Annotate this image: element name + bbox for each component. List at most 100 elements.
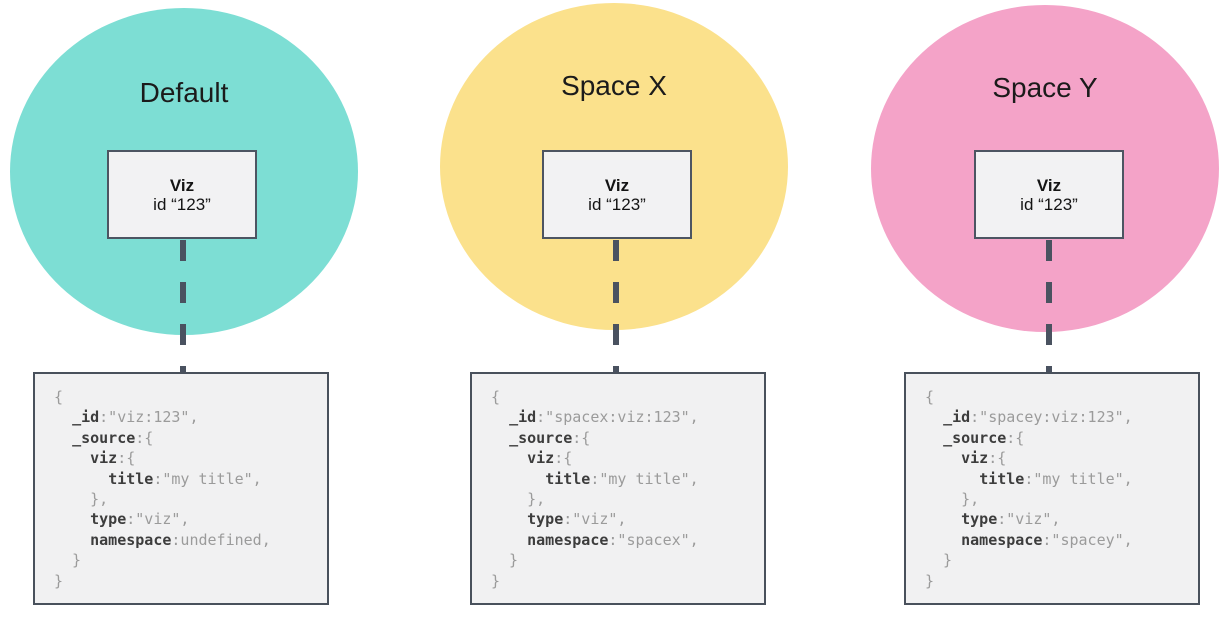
code-plain-token bbox=[491, 531, 527, 549]
code-line: type:"viz", bbox=[491, 509, 764, 529]
code-line: } bbox=[491, 571, 764, 591]
code-plain-token bbox=[491, 408, 509, 426]
code-plain-token bbox=[925, 449, 961, 467]
viz-node-title: Viz bbox=[169, 175, 195, 195]
code-plain-token bbox=[54, 429, 72, 447]
dashed-connector-line bbox=[180, 240, 186, 372]
code-key-token: viz bbox=[527, 449, 555, 468]
space-title: Space X bbox=[561, 70, 667, 101]
code-line: { bbox=[54, 387, 327, 407]
code-key-token: _source bbox=[72, 428, 136, 447]
code-plain-token: } bbox=[54, 551, 82, 570]
code-plain-token bbox=[54, 510, 90, 528]
code-line: } bbox=[54, 571, 327, 591]
viz-node: Viz id “123” bbox=[107, 150, 257, 239]
code-key-token: namespace bbox=[961, 530, 1043, 549]
space-group-default: Default Viz id “123” { _id:"viz:123", _s… bbox=[9, 0, 359, 622]
code-plain-token: } bbox=[925, 551, 953, 570]
code-key-token: type bbox=[527, 510, 564, 529]
code-plain-token bbox=[925, 408, 943, 426]
saved-object-code-block: { _id:"spacex:viz:123", _source:{ viz:{ … bbox=[470, 372, 766, 605]
code-plain-token bbox=[925, 429, 943, 447]
viz-node-id: id “123” bbox=[153, 194, 211, 214]
code-line: _source:{ bbox=[925, 428, 1198, 448]
code-plain-token: :{ bbox=[135, 428, 154, 447]
code-plain-token: :{ bbox=[1006, 428, 1025, 447]
code-plain-token: }, bbox=[491, 490, 546, 509]
code-line: { bbox=[925, 387, 1198, 407]
code-key-token: namespace bbox=[527, 530, 609, 549]
code-key-token: viz bbox=[961, 449, 989, 468]
code-plain-token: :{ bbox=[988, 449, 1007, 468]
code-plain-token: :"viz", bbox=[997, 510, 1061, 529]
code-line: title:"my title", bbox=[925, 469, 1198, 489]
code-key-token: viz bbox=[90, 449, 118, 468]
code-line: viz:{ bbox=[491, 448, 764, 468]
code-plain-token: } bbox=[491, 551, 519, 570]
code-plain-token: :"viz", bbox=[126, 510, 190, 529]
code-plain-token: :"spacey:viz:123", bbox=[970, 408, 1133, 427]
dashed-connector-line bbox=[1046, 240, 1052, 372]
code-plain-token: } bbox=[925, 571, 935, 590]
code-key-token: title bbox=[979, 469, 1025, 488]
code-key-token: title bbox=[545, 469, 591, 488]
code-line: }, bbox=[925, 489, 1198, 509]
code-plain-token: :"spacey", bbox=[1042, 530, 1133, 549]
code-plain-token bbox=[491, 510, 527, 528]
viz-node-title: Viz bbox=[604, 175, 630, 195]
code-plain-token: } bbox=[54, 571, 64, 590]
code-plain-token: { bbox=[925, 388, 935, 406]
code-plain-token: :"spacex:viz:123", bbox=[536, 408, 699, 427]
code-plain-token bbox=[491, 449, 527, 467]
code-plain-token bbox=[925, 531, 961, 549]
code-line: type:"viz", bbox=[925, 509, 1198, 529]
viz-node-id: id “123” bbox=[588, 194, 646, 214]
code-plain-token: :{ bbox=[117, 449, 136, 468]
code-line: namespace:"spacey", bbox=[925, 530, 1198, 550]
space-group-space-x: Space X Viz id “123” { _id:"spacex:viz:1… bbox=[439, 0, 789, 622]
code-line: namespace:undefined, bbox=[54, 530, 327, 550]
code-line: }, bbox=[491, 489, 764, 509]
code-plain-token: :"my title", bbox=[153, 469, 262, 488]
code-line: } bbox=[54, 550, 327, 570]
code-plain-token: :"my title", bbox=[1024, 469, 1133, 488]
code-key-token: _id bbox=[509, 408, 537, 427]
code-plain-token: { bbox=[54, 388, 64, 406]
code-line: { bbox=[491, 387, 764, 407]
viz-node-id: id “123” bbox=[1020, 194, 1078, 214]
code-plain-token: :{ bbox=[572, 428, 591, 447]
saved-object-code-block: { _id:"spacey:viz:123", _source:{ viz:{ … bbox=[904, 372, 1200, 605]
code-line: _id:"viz:123", bbox=[54, 407, 327, 427]
code-line: type:"viz", bbox=[54, 509, 327, 529]
code-plain-token bbox=[491, 470, 545, 488]
code-plain-token bbox=[54, 449, 90, 467]
code-plain-token: :"my title", bbox=[590, 469, 699, 488]
space-title: Space Y bbox=[992, 72, 1098, 103]
code-plain-token bbox=[925, 470, 979, 488]
viz-node-title: Viz bbox=[1036, 175, 1062, 195]
code-key-token: _id bbox=[943, 408, 971, 427]
code-plain-token bbox=[54, 408, 72, 426]
code-line: } bbox=[491, 550, 764, 570]
code-line: _id:"spacex:viz:123", bbox=[491, 407, 764, 427]
code-key-token: type bbox=[90, 510, 127, 529]
code-line: viz:{ bbox=[925, 448, 1198, 468]
code-line: namespace:"spacex", bbox=[491, 530, 764, 550]
code-plain-token bbox=[491, 429, 509, 447]
code-plain-token: :{ bbox=[554, 449, 573, 468]
viz-node: Viz id “123” bbox=[542, 150, 692, 239]
code-line: _source:{ bbox=[54, 428, 327, 448]
code-key-token: title bbox=[108, 469, 154, 488]
code-key-token: type bbox=[961, 510, 998, 529]
code-line: } bbox=[925, 571, 1198, 591]
code-plain-token: :undefined, bbox=[171, 530, 271, 549]
space-group-space-y: Space Y Viz id “123” { _id:"spacey:viz:1… bbox=[870, 0, 1220, 622]
code-plain-token bbox=[925, 510, 961, 528]
code-line: viz:{ bbox=[54, 448, 327, 468]
code-line: title:"my title", bbox=[54, 469, 327, 489]
dashed-connector-line bbox=[613, 240, 619, 372]
space-title: Default bbox=[139, 77, 229, 108]
code-line: } bbox=[925, 550, 1198, 570]
code-plain-token bbox=[54, 470, 108, 488]
